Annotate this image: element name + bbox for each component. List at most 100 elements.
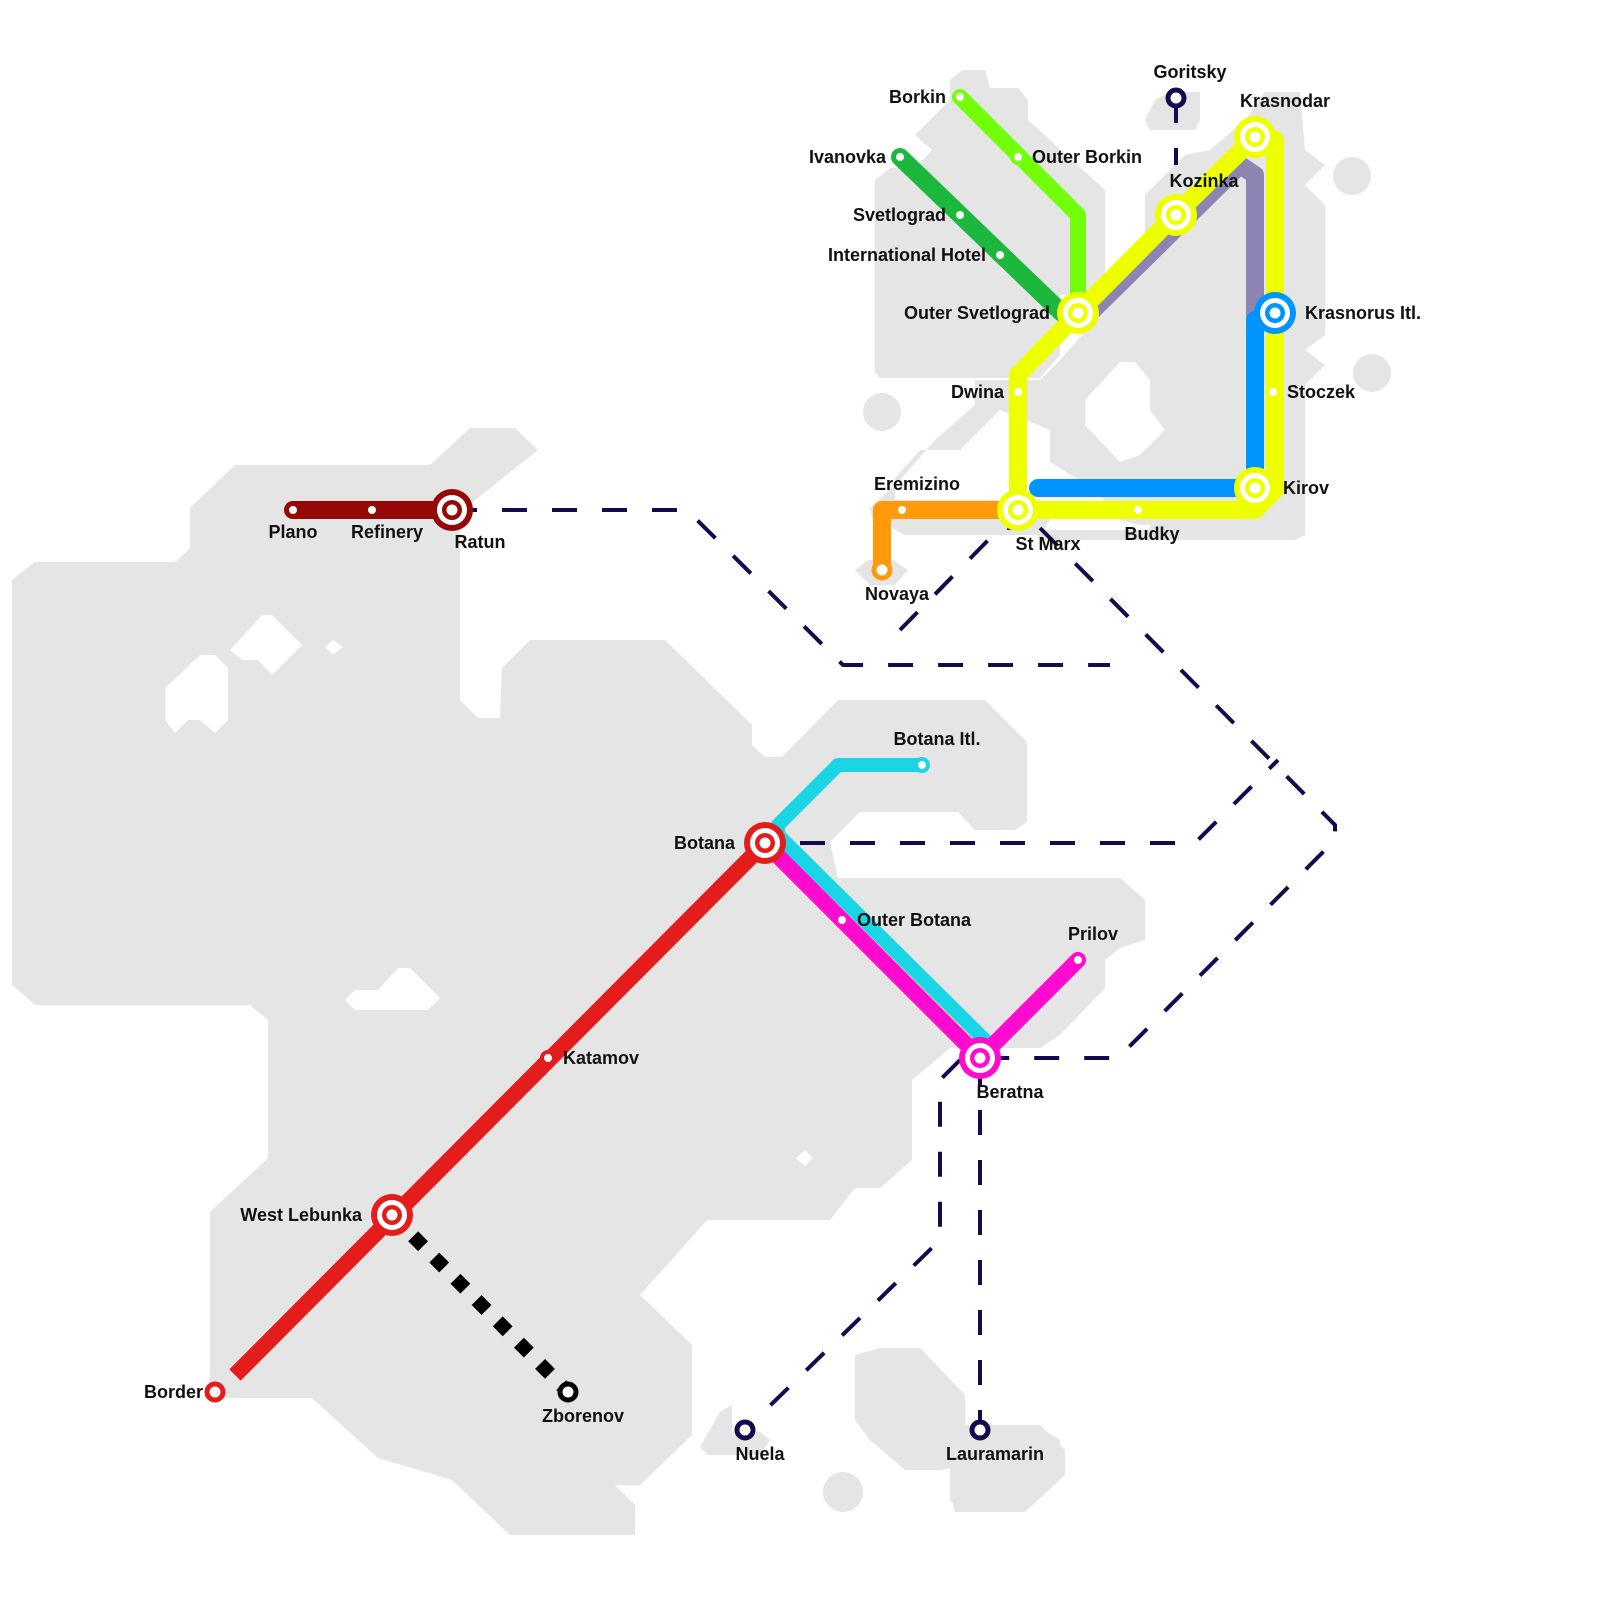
station-goritsky[interactable]	[1165, 87, 1187, 109]
station-dot-icon	[734, 1419, 756, 1441]
line-green[interactable]	[891, 148, 1071, 322]
station-label-prilov: Prilov	[1068, 924, 1118, 944]
line-lime[interactable]	[952, 89, 1086, 321]
station-label-budky: Budky	[1124, 524, 1179, 544]
station-kozinka[interactable]	[1155, 194, 1197, 236]
station-dot-icon	[834, 912, 850, 928]
station-international-hotel[interactable]	[992, 247, 1008, 263]
station-dot-icon	[557, 1381, 579, 1403]
station-label-kirov: Kirov	[1283, 478, 1329, 498]
station-west-lebunka[interactable]	[371, 1194, 413, 1236]
station-beratna[interactable]	[959, 1037, 1001, 1079]
station-katamov[interactable]	[540, 1050, 556, 1066]
station-ratun[interactable]	[431, 489, 473, 531]
navy-nuela-segment	[743, 1058, 962, 1432]
station-zborenov[interactable]	[557, 1381, 579, 1403]
interchange-dot	[1012, 504, 1024, 516]
station-dot-icon	[871, 559, 893, 581]
line-lavender[interactable]	[1081, 156, 1264, 324]
station-label-ivanovka: Ivanovka	[809, 147, 887, 167]
station-label-stoczek: Stoczek	[1287, 382, 1356, 402]
interchange-dot	[386, 1209, 398, 1221]
station-dot-icon	[1130, 502, 1146, 518]
stations-layer	[204, 87, 1296, 1441]
navy-botana-segment	[800, 758, 1280, 845]
station-label-katamov: Katamov	[563, 1048, 639, 1068]
station-dot-icon	[1010, 149, 1026, 165]
station-dot-icon	[364, 502, 380, 518]
station-plano[interactable]	[285, 502, 301, 518]
line-cyan[interactable]	[771, 758, 997, 1052]
station-label-krasnorus-itl: Krasnorus Itl.	[1305, 303, 1421, 323]
station-outer-borkin[interactable]	[1010, 149, 1026, 165]
station-dot-icon	[1070, 952, 1086, 968]
station-label-plano: Plano	[268, 522, 317, 542]
station-label-refinery: Refinery	[351, 522, 423, 542]
station-dot-icon	[1265, 384, 1281, 400]
interchange-dot	[1269, 307, 1281, 319]
station-label-outer-svetlograd: Outer Svetlograd	[904, 303, 1050, 323]
station-dot-icon	[952, 89, 968, 105]
station-dot-icon	[992, 247, 1008, 263]
interchange-dot	[974, 1052, 986, 1064]
interchange-dot	[1249, 482, 1261, 494]
line-orange[interactable]	[873, 501, 1027, 579]
station-dot-icon	[285, 502, 301, 518]
station-dot-icon	[1165, 87, 1187, 109]
station-label-novaya: Novaya	[865, 584, 930, 604]
interchange-dot	[759, 837, 771, 849]
interchange-dot	[1072, 307, 1084, 319]
station-ivanovka[interactable]	[892, 149, 908, 165]
station-label-west-lebunka: West Lebunka	[240, 1205, 363, 1225]
station-nuela[interactable]	[734, 1419, 756, 1441]
station-novaya[interactable]	[871, 559, 893, 581]
landmass	[12, 70, 1391, 1535]
station-st-marx[interactable]	[997, 489, 1039, 531]
station-dot-icon	[892, 149, 908, 165]
station-krasnodar[interactable]	[1234, 116, 1276, 158]
station-svetlograd[interactable]	[952, 207, 968, 223]
station-dot-icon	[1010, 384, 1026, 400]
station-outer-botana[interactable]	[834, 912, 850, 928]
station-kirov[interactable]	[1234, 467, 1276, 509]
interchange-dot	[1249, 131, 1261, 143]
station-label-kozinka: Kozinka	[1169, 171, 1239, 191]
station-outer-svetlograd[interactable]	[1057, 292, 1099, 334]
station-dot-icon	[894, 502, 910, 518]
station-dot-icon	[914, 757, 930, 773]
station-stoczek[interactable]	[1265, 384, 1281, 400]
station-botana[interactable]	[744, 822, 786, 864]
navy-ratun-segment	[452, 508, 1110, 667]
station-label-svetlograd: Svetlograd	[853, 205, 946, 225]
station-label-outer-botana: Outer Botana	[857, 910, 972, 930]
station-label-botana: Botana	[674, 833, 736, 853]
station-lauramarin[interactable]	[969, 1419, 991, 1441]
line-black[interactable]	[387, 1210, 573, 1397]
station-budky[interactable]	[1130, 502, 1146, 518]
station-label-borkin: Borkin	[889, 87, 946, 107]
station-label-krasnodar: Krasnodar	[1240, 91, 1330, 111]
station-dot-icon	[204, 1381, 226, 1403]
station-label-ratun: Ratun	[455, 532, 506, 552]
station-label-lauramarin: Lauramarin	[946, 1444, 1044, 1464]
station-label-international-hotel: International Hotel	[828, 245, 986, 265]
station-border[interactable]	[204, 1381, 226, 1403]
station-label-dwina: Dwina	[951, 382, 1005, 402]
station-dwina[interactable]	[1010, 384, 1026, 400]
line-red[interactable]	[229, 837, 771, 1381]
station-dot-icon	[540, 1050, 556, 1066]
interchange-dot	[446, 504, 458, 516]
station-label-beratna: Beratna	[976, 1082, 1044, 1102]
navy-novaya-segment	[898, 526, 1018, 632]
station-label-border: Border	[144, 1382, 203, 1402]
station-label-nuela: Nuela	[735, 1444, 785, 1464]
station-borkin[interactable]	[952, 89, 968, 105]
station-refinery[interactable]	[364, 502, 380, 518]
station-eremizino[interactable]	[894, 502, 910, 518]
station-dot-icon	[969, 1419, 991, 1441]
station-prilov[interactable]	[1070, 952, 1086, 968]
station-krasnorus-itl[interactable]	[1254, 292, 1296, 334]
station-botana-itl[interactable]	[914, 757, 930, 773]
